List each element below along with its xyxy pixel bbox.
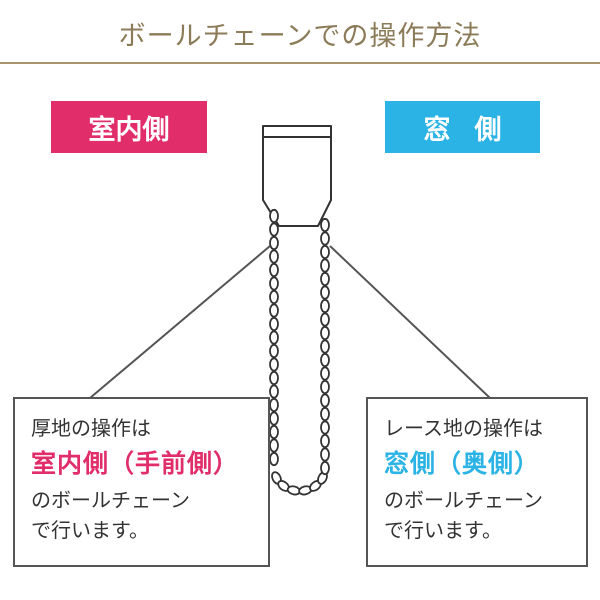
window-instruction-emphasis: 窓側（奥側）: [384, 449, 541, 478]
chain-bead: [269, 370, 279, 386]
chain-bead: [320, 231, 330, 246]
window-instruction-line1: レース地の操作は: [384, 416, 543, 440]
chain-bead: [269, 208, 279, 224]
chain-bead: [269, 330, 279, 345]
blind-head-unit: [262, 125, 332, 227]
window-instruction-line4: で行います。: [384, 518, 502, 542]
chain-bead: [320, 366, 330, 381]
chain-bead: [269, 276, 279, 291]
chain-bead: [320, 460, 330, 476]
chain-bead: [269, 316, 279, 332]
indoor-side-label: 室内側: [88, 114, 170, 146]
indoor-instruction-emphasis: 室内側（手前側）: [31, 449, 240, 478]
indoor-instruction-line4: で行います。: [31, 518, 149, 542]
page-title: ボールチェーンでの操作方法: [118, 21, 482, 52]
chain-bead: [269, 438, 279, 453]
chain-bead: [320, 258, 330, 273]
chain-bead: [269, 343, 279, 359]
ball-chain-loop: [269, 208, 330, 496]
chain-bead: [269, 289, 279, 305]
indoor-instruction-box: 厚地の操作は 室内側（手前側） のボールチェーン で行います。: [13, 397, 270, 567]
chain-bead: [320, 285, 330, 300]
chain-bead: [320, 325, 330, 341]
chain-bead: [320, 433, 330, 449]
chain-bead: [320, 447, 330, 462]
chain-bead: [320, 298, 330, 314]
chain-bead: [320, 271, 330, 287]
head-cap: [262, 125, 332, 138]
title-divider: [0, 62, 600, 64]
indoor-instruction-line3: のボールチェーン: [31, 488, 190, 512]
chain-bead: [320, 393, 330, 408]
chain-bead: [269, 411, 279, 426]
chain-bead: [269, 262, 279, 278]
chain-bead: [269, 357, 279, 372]
window-side-badge: 窓側: [385, 101, 540, 153]
head-body: [262, 136, 332, 227]
chain-bead: [320, 420, 330, 435]
chain-bead: [320, 379, 330, 395]
chain-bead: [269, 303, 279, 318]
chain-bead: [320, 244, 330, 260]
chain-bead: [320, 339, 330, 354]
chain-bead: [269, 397, 279, 413]
leader-line-indoor: [89, 245, 271, 399]
window-instruction-line3: のボールチェーン: [384, 488, 543, 512]
indoor-side-badge: 室内側: [51, 101, 207, 153]
chain-bead: [320, 406, 330, 422]
chain-bead: [269, 384, 279, 399]
chain-bead: [320, 352, 330, 368]
chain-bead: [269, 424, 279, 440]
chain-bead: [269, 235, 279, 251]
chain-bead: [269, 249, 279, 264]
indoor-instruction-line1: 厚地の操作は: [31, 416, 151, 440]
chain-bead: [269, 222, 279, 237]
window-side-label: 窓側: [423, 114, 526, 146]
chain-bead: [320, 312, 330, 327]
window-instruction-box: レース地の操作は 窓側（奥側） のボールチェーン で行います。: [366, 397, 588, 567]
chain-bead: [269, 451, 279, 467]
leader-line-window: [329, 245, 491, 399]
chain-bead: [320, 217, 330, 233]
